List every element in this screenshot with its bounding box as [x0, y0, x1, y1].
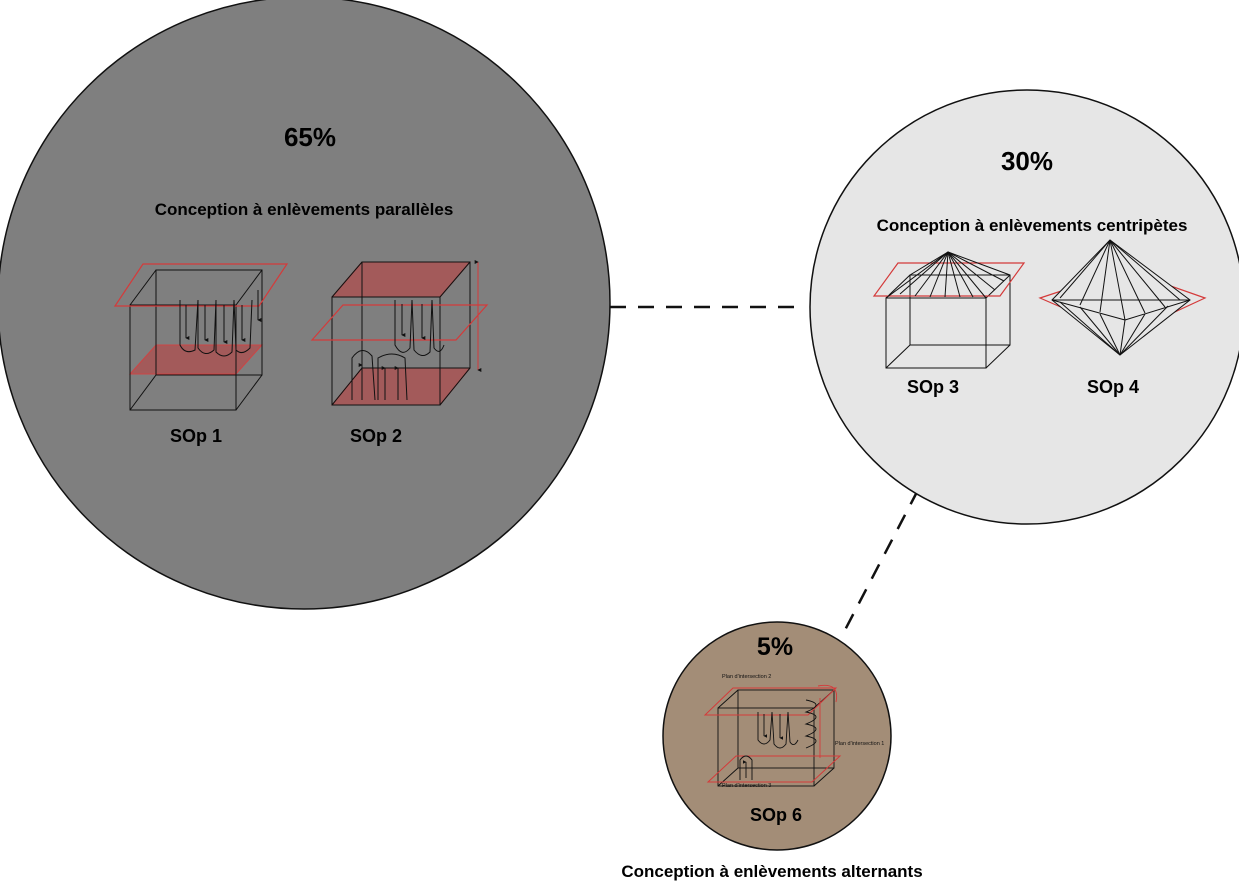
percent-centripetal: 30%: [1000, 146, 1054, 176]
percent-alternating: 5%: [756, 633, 794, 661]
circle-alternating: [662, 621, 892, 851]
label-sop3: SOp 3: [906, 377, 960, 397]
label-sop4: SOp 4: [1086, 377, 1140, 397]
circle-centripetal: [809, 89, 1239, 525]
sop6-figure: [703, 684, 842, 787]
circle-parallel: [0, 0, 611, 610]
plane-label-2: Plan d'intersection 2: [722, 674, 772, 680]
title-alternating: Conception à enlèvements alternants: [621, 862, 923, 881]
title-centripetal: Conception à enlèvements centripètes: [876, 216, 1188, 235]
sop1-figure: [113, 263, 289, 411]
sop3-figure: [872, 251, 1026, 369]
percent-parallel: 65%: [283, 122, 337, 152]
plane-label-3: Plan d'intersection 3: [722, 783, 772, 789]
plane-label-1: Plan d'intersection 1: [835, 741, 885, 747]
label-sop1: SOp 1: [169, 426, 223, 446]
label-sop6: SOp 6: [749, 805, 803, 825]
title-parallel: Conception à enlèvements parallèles: [154, 200, 454, 219]
label-sop2: SOp 2: [349, 426, 403, 446]
sop4-figure: [1038, 239, 1207, 356]
connector-medium-to-small: [843, 489, 920, 631]
sop2-figure: [310, 260, 489, 406]
